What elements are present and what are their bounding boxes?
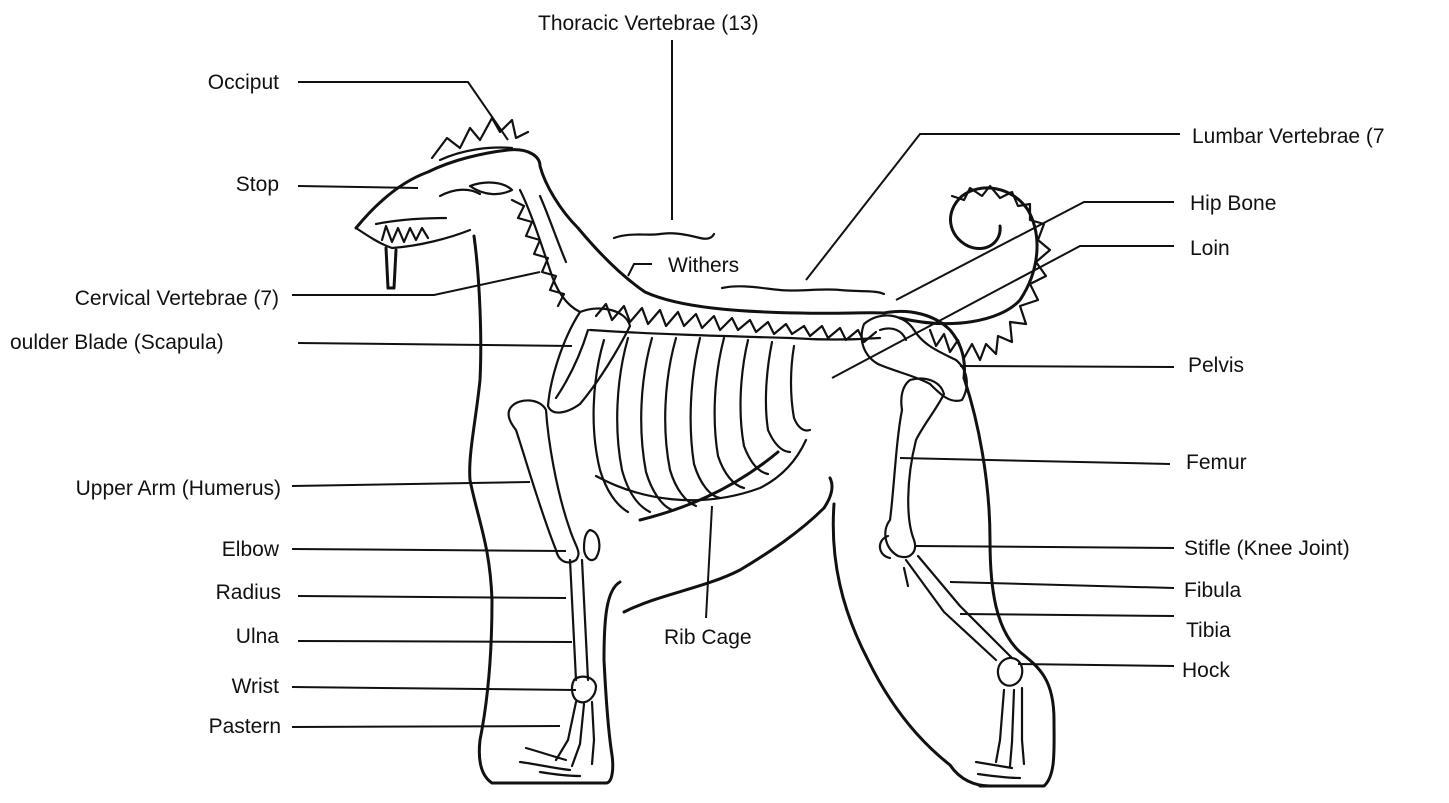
label-fibula: Fibula [1184, 580, 1241, 601]
label-stop: Stop [236, 174, 279, 195]
leader-lines [292, 40, 1180, 727]
label-shoulder-blade: oulder Blade (Scapula) [10, 332, 224, 353]
label-tibia: Tibia [1186, 620, 1231, 641]
label-rib-cage: Rib Cage [664, 627, 752, 648]
front-leg-bones [509, 308, 630, 776]
label-pastern: Pastern [209, 716, 281, 737]
rib-cage [594, 338, 810, 520]
withers-brace [614, 233, 714, 239]
label-upper-arm: Upper Arm (Humerus) [76, 478, 281, 499]
label-pelvis: Pelvis [1188, 355, 1244, 376]
label-occiput: Occiput [208, 72, 279, 93]
label-hock: Hock [1182, 660, 1230, 681]
label-hip-bone: Hip Bone [1190, 193, 1276, 214]
lumbar-brace [722, 286, 884, 294]
label-wrist: Wrist [232, 676, 279, 697]
label-cervical-vertebrae: Cervical Vertebrae (7) [75, 288, 279, 309]
label-lumbar-vertebrae: Lumbar Vertebrae (7 [1192, 126, 1385, 147]
label-stifle: Stifle (Knee Joint) [1184, 538, 1350, 559]
label-femur: Femur [1186, 452, 1247, 473]
label-withers: Withers [668, 255, 739, 276]
label-thoracic-vertebrae: Thoracic Vertebrae (13) [538, 13, 759, 34]
label-radius: Radius [216, 582, 281, 603]
label-ulna: Ulna [236, 626, 279, 647]
label-elbow: Elbow [222, 539, 279, 560]
label-loin: Loin [1190, 238, 1230, 259]
